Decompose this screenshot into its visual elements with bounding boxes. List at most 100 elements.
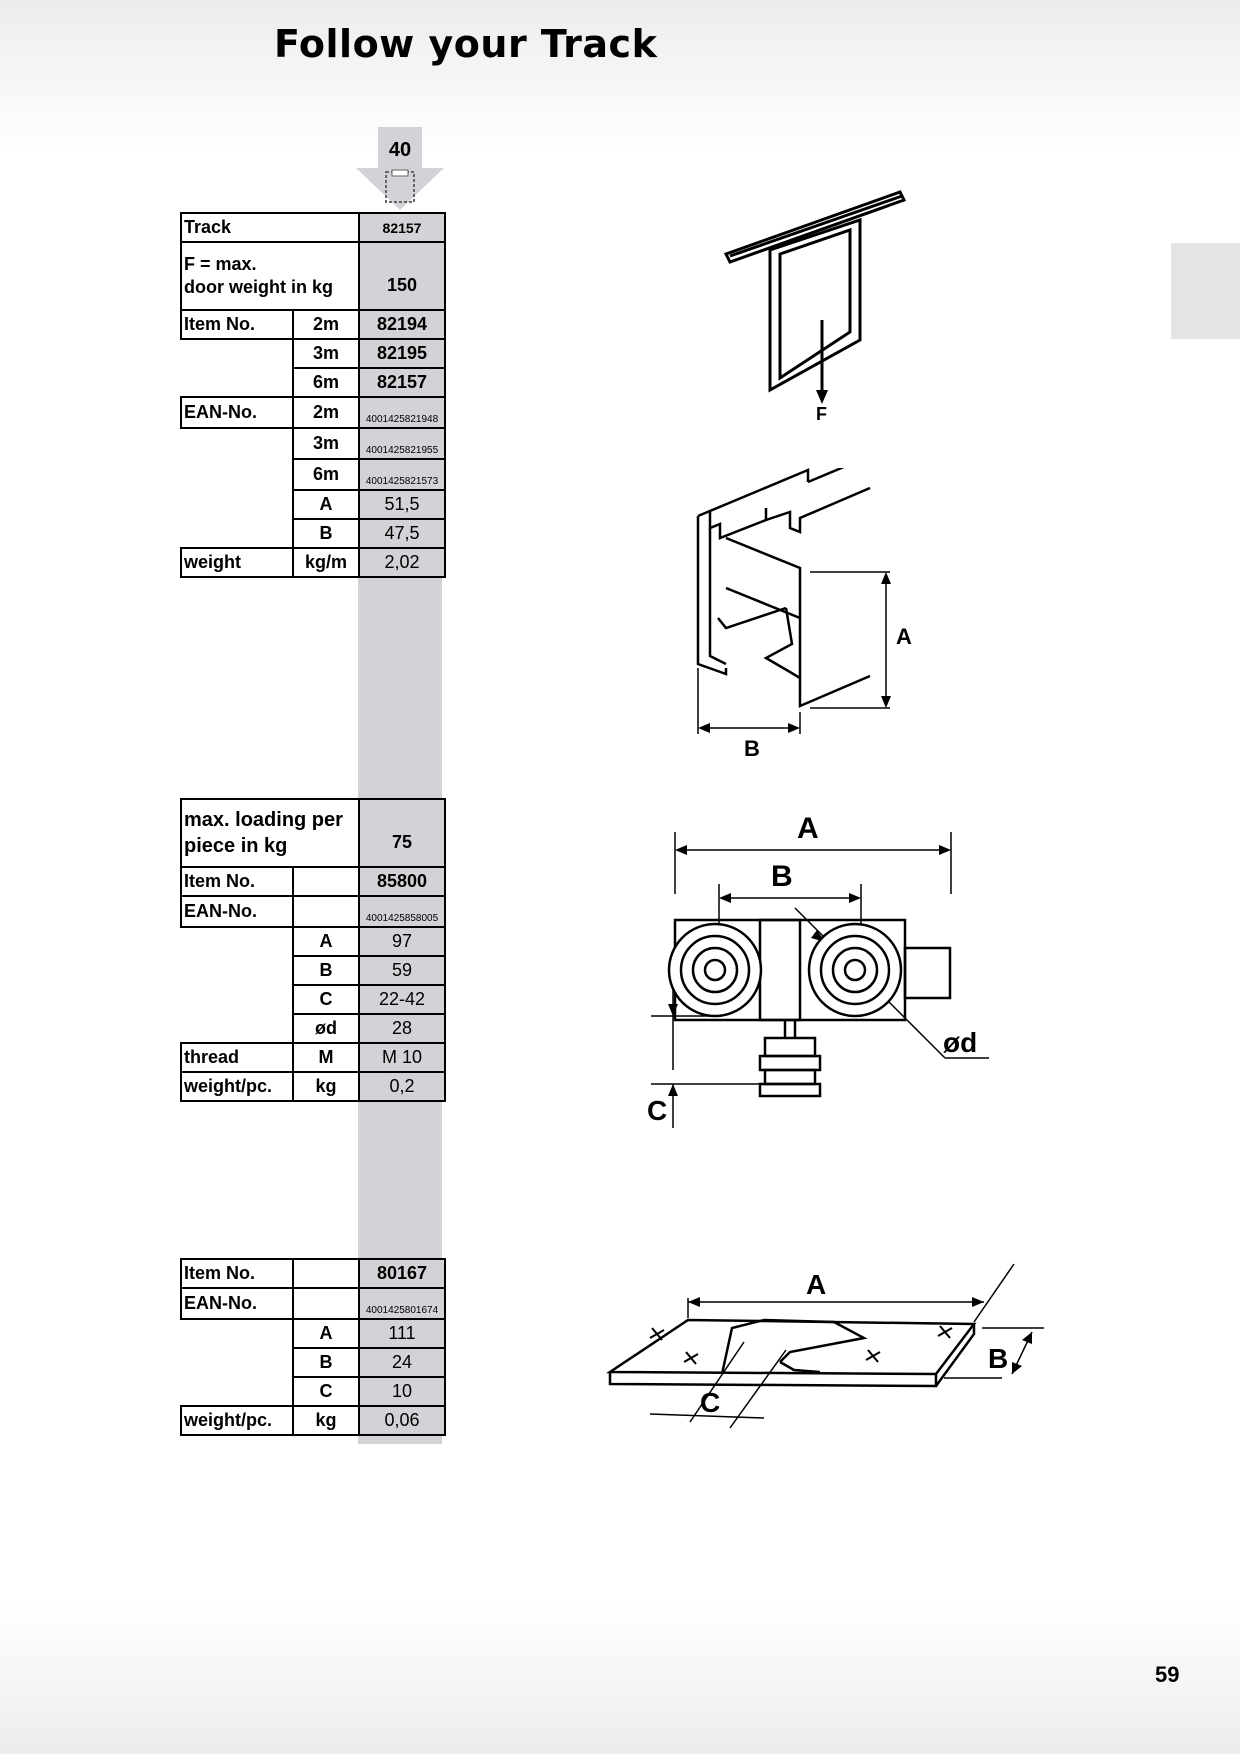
dimension-b-label: B: [744, 736, 760, 758]
max-loading-value: 75: [358, 798, 446, 868]
weight-label: weight/pc.: [180, 1405, 294, 1436]
table-row: C 10: [181, 1376, 446, 1407]
table-row: weight/pc. kg 0,2: [180, 1071, 446, 1102]
ean-label: EAN-No.: [180, 895, 294, 928]
track-spec-table: Track 82157 F = max.door weight in kg 15…: [180, 212, 446, 578]
weight-value: 0,2: [358, 1071, 446, 1102]
dimension-b-label: B: [771, 860, 793, 893]
item-no-value: 82194: [358, 309, 446, 340]
weight-value: 0,06: [358, 1405, 446, 1436]
track-profile-arrow-icon: [356, 168, 444, 210]
header-band: [0, 0, 1240, 150]
table-row: EAN-No. 4001425801674: [180, 1287, 446, 1320]
dimension-value: 28: [358, 1013, 446, 1044]
track-profile-drawing: A B: [696, 468, 912, 758]
table-row: F = max.door weight in kg 150: [180, 241, 446, 311]
door-weight-value: 150: [358, 241, 446, 311]
item-no-value: 82157: [358, 367, 446, 398]
table-row: A 51,5: [181, 489, 446, 520]
dimension-a-label: A: [896, 624, 912, 649]
footer-band: [0, 1604, 1240, 1754]
table-row: thread M M 10: [180, 1042, 446, 1073]
table-row: B 47,5: [181, 518, 446, 549]
table-row: Item No. 85800: [180, 866, 446, 897]
table-row: B 24: [181, 1347, 446, 1378]
item-no-label: Item No.: [180, 866, 294, 897]
weight-unit: kg: [292, 1071, 360, 1102]
dimension-key: A: [292, 1318, 360, 1349]
dimension-value: 51,5: [358, 489, 446, 520]
dimension-value: 47,5: [358, 518, 446, 549]
table-row: Item No. 80167: [180, 1258, 446, 1289]
table-row: ød 28: [181, 1013, 446, 1044]
dimension-value: 22-42: [358, 984, 446, 1015]
length-cell: 2m: [292, 309, 360, 340]
dimension-key: C: [292, 1376, 360, 1407]
length-cell: 6m: [292, 367, 360, 398]
weight-unit: kg: [292, 1405, 360, 1436]
trolley-drawing: A B C ød: [647, 812, 989, 1128]
ean-label: EAN-No.: [180, 1287, 294, 1320]
thread-label: thread: [180, 1042, 294, 1073]
weight-label: weight/pc.: [180, 1071, 294, 1102]
table-row: C 22-42: [181, 984, 446, 1015]
dimension-value: 97: [358, 926, 446, 957]
weight-unit: kg/m: [292, 547, 360, 578]
table-row: weight kg/m 2,02: [180, 547, 446, 578]
table-row: EAN-No. 2m 4001425821948: [180, 396, 446, 429]
dimension-value: 10: [358, 1376, 446, 1407]
length-cell: 3m: [292, 338, 360, 369]
table-row: Track 82157: [180, 212, 446, 243]
door-weight-label: F = max.door weight in kg: [180, 241, 360, 311]
dimension-key: B: [292, 1347, 360, 1378]
force-label: F: [816, 404, 827, 424]
length-cell: 3m: [292, 427, 360, 460]
page-title: Follow your Track: [274, 22, 658, 66]
dimension-value: 111: [358, 1318, 446, 1349]
table-row: 3m 4001425821955: [181, 427, 446, 460]
side-tab: [1171, 243, 1240, 339]
dimension-a-label: A: [806, 1269, 826, 1300]
length-cell: 6m: [292, 458, 360, 491]
dimension-key: C: [292, 984, 360, 1015]
table-row: EAN-No. 4001425858005: [180, 895, 446, 928]
table-row: 3m 82195: [181, 338, 446, 369]
thread-key: M: [292, 1042, 360, 1073]
table-row: A 111: [181, 1318, 446, 1349]
ean-value: 4001425821955: [358, 427, 446, 460]
dimension-value: 59: [358, 955, 446, 986]
dimension-key: B: [292, 518, 360, 549]
page-number: 59: [1155, 1662, 1180, 1687]
track-value: 82157: [358, 212, 446, 243]
item-no-label: Item No.: [180, 1258, 294, 1289]
item-no-value: 82195: [358, 338, 446, 369]
item-no-value: 85800: [358, 866, 446, 897]
table-row: Item No. 2m 82194: [180, 309, 446, 340]
dimension-b-label: B: [988, 1343, 1008, 1374]
table-row: 6m 4001425821573: [181, 458, 446, 491]
dimension-key: B: [292, 955, 360, 986]
length-cell: 2m: [292, 396, 360, 429]
dimension-value: 24: [358, 1347, 446, 1378]
dimension-key: A: [292, 489, 360, 520]
ean-value: 4001425821948: [358, 396, 446, 429]
dimension-d-label: ød: [943, 1027, 977, 1058]
table-row: weight/pc. kg 0,06: [180, 1405, 446, 1436]
dimension-a-label: A: [797, 812, 819, 845]
thread-value: M 10: [358, 1042, 446, 1073]
dimension-key: A: [292, 926, 360, 957]
item-no-label: Item No.: [180, 309, 294, 340]
column-header: 40: [378, 127, 422, 169]
ean-value: 4001425858005: [358, 895, 446, 928]
ean-label: EAN-No.: [180, 396, 294, 429]
dimension-key: ød: [292, 1013, 360, 1044]
door-load-drawing: F: [723, 190, 907, 424]
track-label: Track: [180, 212, 360, 243]
dimension-c-label: C: [647, 1095, 667, 1126]
table-row: 6m 82157: [181, 367, 446, 398]
item-no-value: 80167: [358, 1258, 446, 1289]
weight-value: 2,02: [358, 547, 446, 578]
